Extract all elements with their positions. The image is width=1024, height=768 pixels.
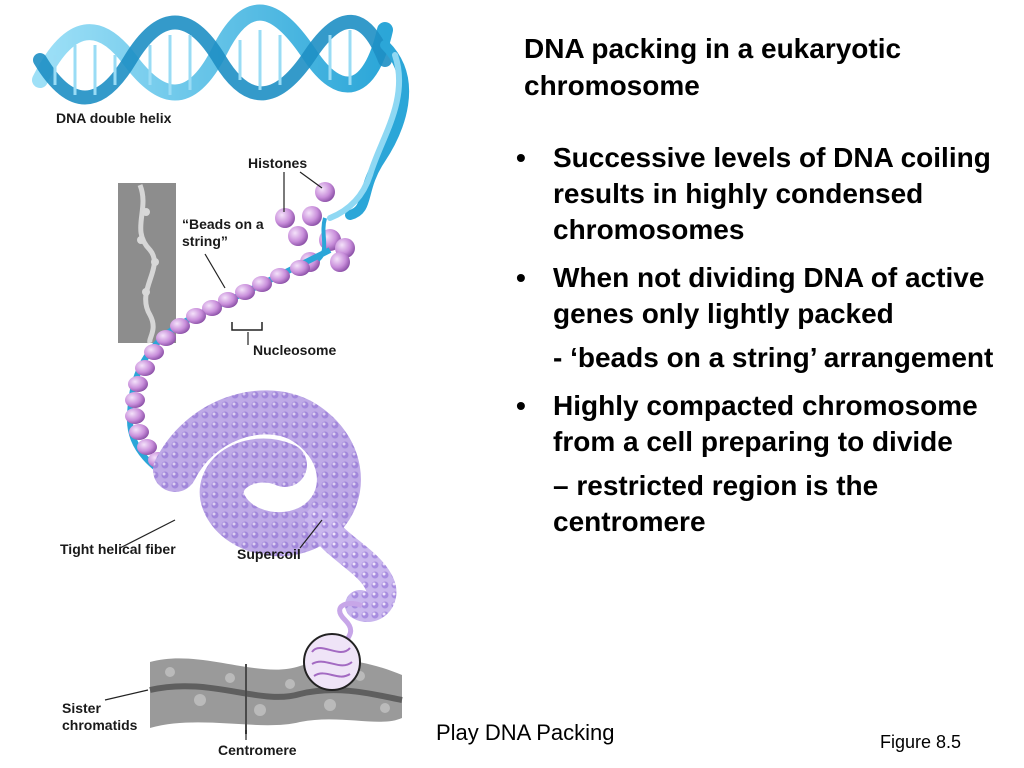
- sister-chromatids: [149, 633, 403, 734]
- label-supercoil: Supercoil: [237, 546, 301, 562]
- bullet-text: Highly compacted chromosome from a cell …: [553, 390, 978, 457]
- bullet-list: • Successive levels of DNA coiling resul…: [516, 140, 996, 552]
- bullet-symbol: •: [516, 262, 526, 293]
- label-sister-chromatids: Sister chromatids: [62, 700, 138, 733]
- label-nucleosome: Nucleosome: [253, 342, 337, 358]
- label-centromere: Centromere: [218, 742, 297, 758]
- dna-double-helix: [32, 4, 410, 221]
- supercoil: [153, 390, 397, 652]
- bullet-item: • When not dividing DNA of active genes …: [516, 260, 996, 332]
- bullet-item: • Highly compacted chromosome from a cel…: [516, 388, 996, 460]
- figure-number: Figure 8.5: [880, 732, 962, 752]
- label-histones: Histones: [248, 155, 308, 171]
- bullet-text: Successive levels of DNA coiling results…: [553, 142, 991, 245]
- bullet-symbol: •: [516, 142, 526, 173]
- dna-packing-figure: DNA double helix Histones “Beads on a st…: [0, 0, 500, 768]
- play-dna-packing-link[interactable]: Play DNA Packing: [436, 720, 615, 745]
- nucleosome-bracket: [231, 322, 263, 331]
- bullet-symbol: •: [516, 390, 526, 421]
- label-beads-on-a-string: “Beads on a string”: [182, 216, 264, 249]
- bullet-text: When not dividing DNA of active genes on…: [553, 262, 985, 329]
- sub-bullet-text: - ‘beads on a string’ arrangement: [553, 342, 994, 373]
- leader-lines: [104, 171, 323, 740]
- beads-micrograph: [118, 183, 176, 344]
- bullet-item: • Successive levels of DNA coiling resul…: [516, 140, 996, 248]
- slide-title: DNA packing in a eukaryotic chromosome: [524, 33, 902, 101]
- label-dna-double-helix: DNA double helix: [56, 110, 172, 126]
- label-tight-helical-fiber: Tight helical fiber: [60, 541, 176, 557]
- dna-packing-illustration: [32, 4, 410, 740]
- sub-bullet-text: – restricted region is the centromere: [553, 470, 879, 537]
